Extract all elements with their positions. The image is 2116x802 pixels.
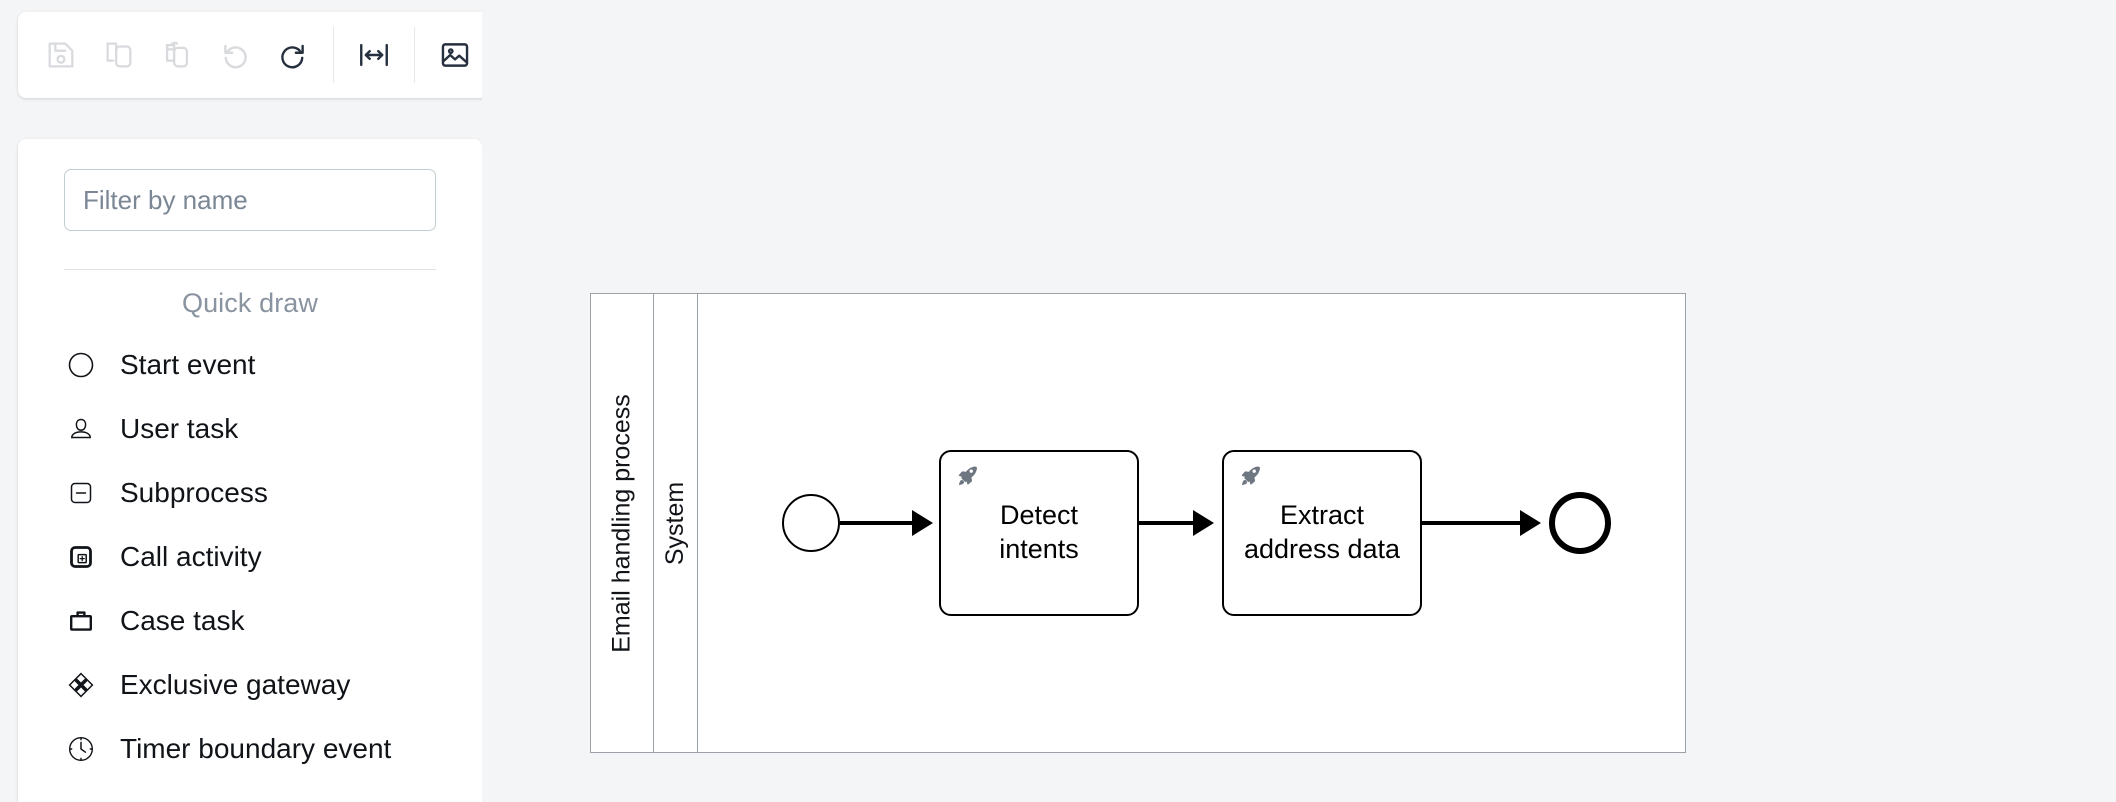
palette-item-start-event[interactable]: Start event [18, 333, 482, 397]
save-button[interactable] [32, 26, 90, 84]
palette-item-case-task[interactable]: Case task [18, 589, 482, 653]
task-detect-intents[interactable]: Detect intents [939, 450, 1139, 616]
save-icon [48, 42, 74, 68]
call-activity-icon [64, 540, 98, 574]
task-extract-address-data[interactable]: Extract address data [1222, 450, 1422, 616]
exclusive-gateway-icon [64, 668, 98, 702]
image-icon [441, 43, 469, 67]
paste-icon [165, 41, 189, 68]
palette-item-exclusive-gateway[interactable]: Exclusive gateway [18, 653, 482, 717]
sequence-flow-3-arrow [1520, 510, 1541, 536]
bpmn-pool[interactable]: Email handling process System [590, 293, 1686, 753]
palette-item-label: User task [120, 413, 239, 444]
end-event-shape[interactable] [1549, 492, 1611, 554]
sequence-flow-2-arrow [1193, 510, 1214, 536]
pool-header[interactable]: Email handling process [591, 294, 654, 752]
palette-item-subprocess[interactable]: Subprocess [18, 461, 482, 525]
sequence-flow-2[interactable] [1139, 521, 1197, 525]
palette-item-label: Case task [120, 605, 245, 636]
user-task-icon [64, 412, 98, 446]
lane-header[interactable]: System [654, 294, 698, 752]
palette-item-label: Start event [120, 349, 256, 380]
subprocess-icon [64, 476, 98, 510]
redo-icon [281, 44, 304, 69]
palette-item-call-activity[interactable]: Call activity [18, 525, 482, 589]
start-event-icon [64, 348, 98, 382]
palette-item-label: Subprocess [120, 477, 268, 508]
palette-item-label: Exclusive gateway [120, 669, 351, 700]
bpmn-canvas[interactable]: Email handling process System [482, 0, 2116, 802]
case-task-icon [64, 604, 98, 638]
bpmn-lane[interactable]: System [654, 294, 1685, 752]
quick-draw-list: Start event User task [18, 333, 482, 781]
lane-body: Detect intents Extract address [698, 294, 1685, 752]
quick-draw-heading: Quick draw [64, 269, 436, 319]
copy-icon [106, 42, 132, 68]
element-palette-panel: Quick draw Start event User task [18, 139, 482, 802]
copy-button[interactable] [90, 26, 148, 84]
palette-item-label: Call activity [120, 541, 262, 572]
palette-item-label: Timer boundary event [120, 733, 392, 764]
palette-item-timer-boundary-event[interactable]: Timer boundary event [18, 717, 482, 781]
lane-label: System [661, 481, 690, 565]
pool-label: Email handling process [607, 393, 636, 653]
undo-icon [224, 44, 247, 69]
toolbar-separator [414, 27, 415, 83]
fit-width-icon [360, 43, 388, 67]
sequence-flow-1-arrow [912, 510, 933, 536]
rocket-icon [1237, 463, 1263, 489]
undo-button[interactable] [206, 26, 264, 84]
task-label: Detect intents [999, 500, 1079, 564]
fit-to-width-button[interactable] [345, 26, 403, 84]
sequence-flow-1[interactable] [840, 521, 916, 525]
start-event-shape[interactable] [782, 494, 840, 552]
export-image-button[interactable] [426, 26, 484, 84]
redo-button[interactable] [264, 26, 322, 84]
timer-boundary-event-icon [64, 732, 98, 766]
paste-button[interactable] [148, 26, 206, 84]
filter-input[interactable] [64, 169, 436, 231]
sequence-flow-3[interactable] [1422, 521, 1524, 525]
rocket-icon [954, 463, 980, 489]
toolbar-separator [333, 27, 334, 83]
filter-container [18, 169, 482, 231]
palette-item-user-task[interactable]: User task [18, 397, 482, 461]
task-label: Extract address data [1243, 500, 1401, 564]
